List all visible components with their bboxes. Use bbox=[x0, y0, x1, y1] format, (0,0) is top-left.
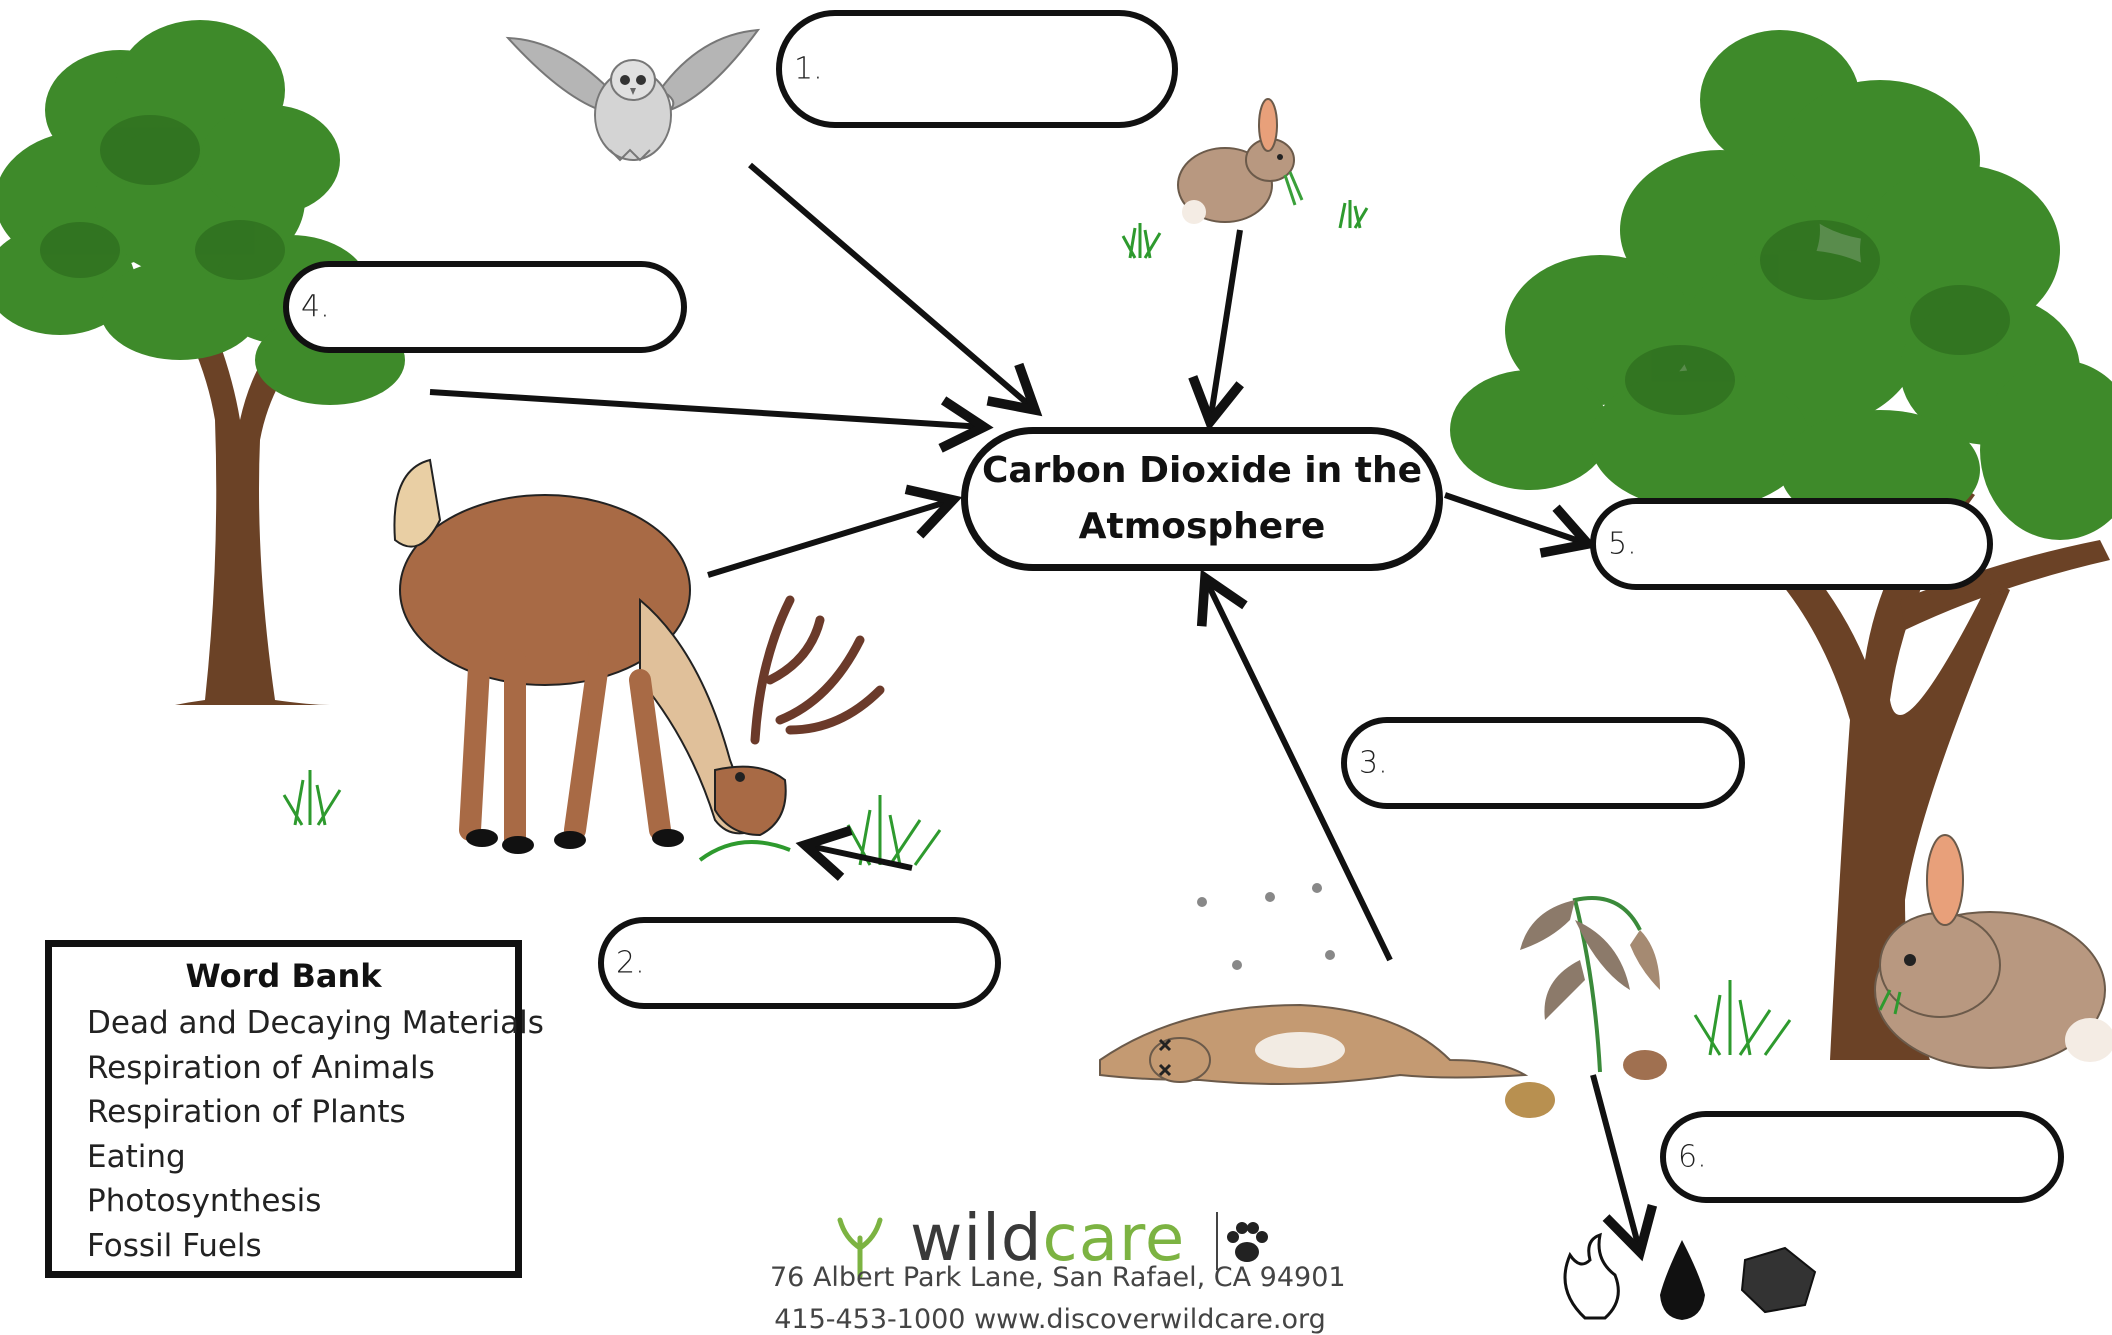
blank-box-1[interactable]: 1. bbox=[776, 10, 1178, 128]
wildcare-logo: wildcare bbox=[830, 1200, 1290, 1280]
wildcare-sprout-icon bbox=[837, 1217, 883, 1278]
paw-icon bbox=[1216, 1212, 1268, 1270]
arrow-grass-to-deer bbox=[795, 825, 913, 881]
blank-box-4[interactable]: 4. bbox=[283, 261, 687, 353]
arrow-owl-to-co2 bbox=[748, 162, 1043, 417]
owl-icon bbox=[505, 28, 761, 162]
dead-rabbit-icon bbox=[1099, 1003, 1529, 1085]
footer-address: 76 Albert Park Lane, San Rafael, CA 9490… bbox=[770, 1262, 1346, 1293]
flame-icon bbox=[1563, 1232, 1620, 1320]
rabbit-icon-large bbox=[1874, 834, 2112, 1069]
blank-box-5[interactable]: 5. bbox=[1590, 498, 1993, 590]
oil-drop-icon bbox=[1660, 1240, 1705, 1320]
word-bank: Word Bank Dead and Decaying Materials Re… bbox=[45, 940, 544, 1278]
word-bank-item: Photosynthesis bbox=[87, 1183, 322, 1219]
arrow-co2-to-photosynthesis bbox=[1444, 492, 1598, 558]
wilted-plant-icon bbox=[1505, 896, 1667, 1118]
word-bank-item: Fossil Fuels bbox=[87, 1227, 262, 1264]
blank-number-3: 3. bbox=[1359, 745, 1388, 781]
blank-number-6: 6. bbox=[1678, 1139, 1707, 1175]
center-title-line2: Atmosphere bbox=[1078, 506, 1326, 547]
blank-number-1: 1. bbox=[794, 51, 823, 87]
logo-wordmark: wildcare bbox=[910, 1202, 1185, 1276]
word-bank-title: Word Bank bbox=[185, 957, 382, 995]
grass-icon bbox=[282, 200, 1792, 1056]
deer-icon bbox=[393, 458, 885, 862]
blank-box-3[interactable]: 3. bbox=[1341, 717, 1745, 809]
word-bank-item: Eating bbox=[87, 1138, 186, 1175]
logo-highlight: care bbox=[1042, 1202, 1186, 1276]
rabbit-icon bbox=[1177, 98, 1304, 224]
cycle-arrows bbox=[429, 162, 1658, 1262]
arrow-rabbit-to-co2 bbox=[1188, 229, 1244, 432]
word-bank-item: Respiration of Plants bbox=[87, 1094, 406, 1130]
arrow-decay-to-co2 bbox=[1196, 569, 1393, 962]
footer-contact: 415-453-1000 www.discoverwildcare.org bbox=[774, 1304, 1326, 1335]
arrow-deer-to-co2 bbox=[707, 484, 963, 578]
word-bank-item: Dead and Decaying Materials bbox=[87, 1005, 544, 1041]
blank-number-4: 4. bbox=[301, 289, 330, 325]
coal-icon bbox=[1740, 1246, 1817, 1314]
blank-number-5: 5. bbox=[1608, 526, 1637, 562]
blank-number-2: 2. bbox=[616, 945, 645, 981]
arrow-decay-to-fossil bbox=[1590, 1074, 1658, 1262]
fly-icons bbox=[1197, 883, 1335, 970]
logo-prefix: wild bbox=[910, 1202, 1043, 1276]
word-bank-item: Respiration of Animals bbox=[87, 1049, 435, 1086]
center-title-line1: Carbon Dioxide in the bbox=[981, 450, 1423, 491]
arrow-tree-to-co2 bbox=[429, 389, 994, 453]
blank-box-6[interactable]: 6. bbox=[1660, 1111, 2064, 1203]
co2-atmosphere-node: Carbon Dioxide in the Atmosphere bbox=[961, 427, 1443, 571]
word-bank-list: Dead and Decaying Materials Respiration … bbox=[87, 1001, 544, 1268]
blank-box-2[interactable]: 2. bbox=[598, 917, 1001, 1009]
left-tree-icon bbox=[0, 20, 405, 705]
